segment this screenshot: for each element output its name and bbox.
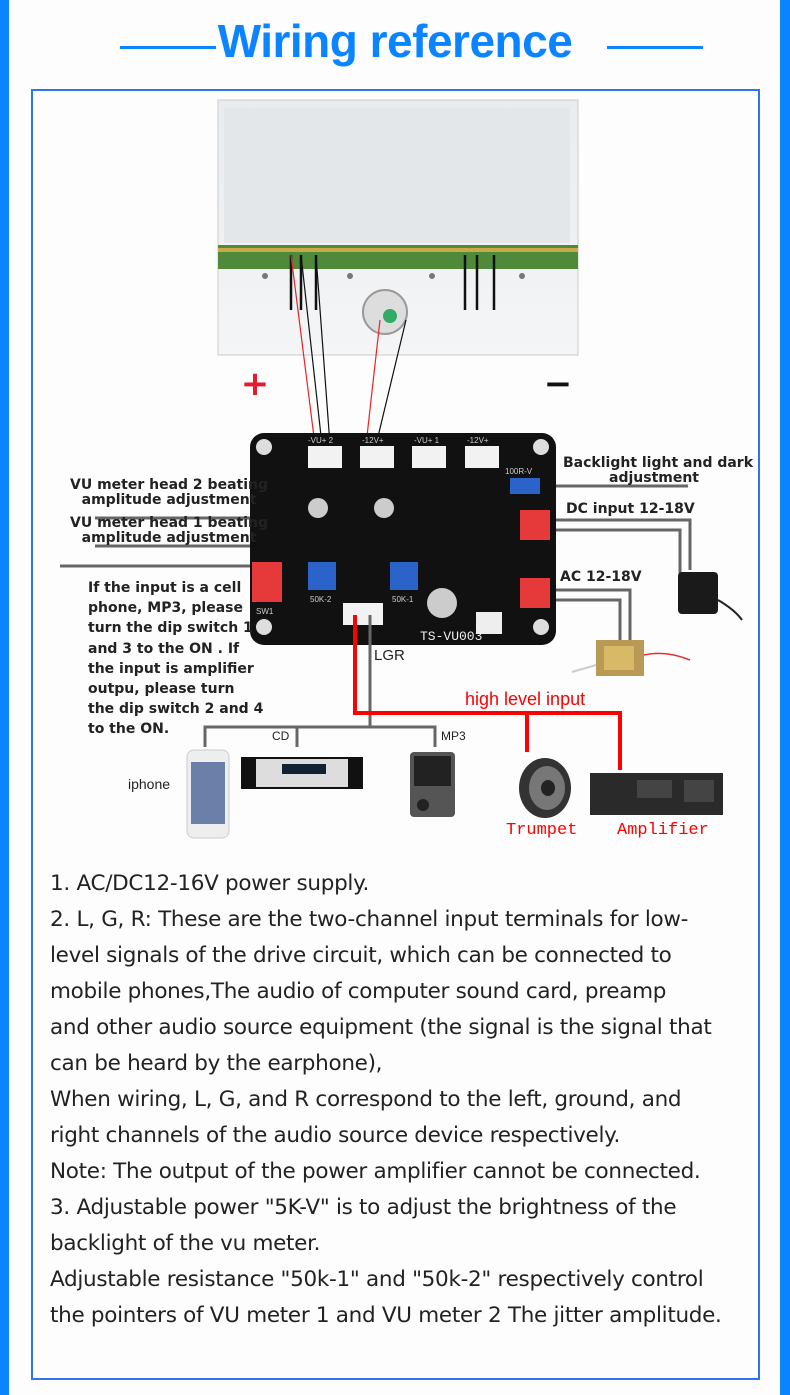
speaker-icon bbox=[519, 758, 571, 818]
title-rule-right bbox=[607, 46, 703, 49]
description-line: Note: The output of the power amplifier … bbox=[50, 1159, 701, 1184]
left-accent-bar bbox=[0, 0, 9, 1395]
description-line: 1. AC/DC12-16V power supply. bbox=[50, 871, 369, 896]
amplifier-icon bbox=[590, 773, 723, 815]
description-line: 2. L, G, R: These are the two-channel in… bbox=[50, 907, 689, 932]
description-line: right channels of the audio source devic… bbox=[50, 1123, 621, 1148]
description-line: the pointers of VU meter 1 and VU meter … bbox=[50, 1303, 722, 1328]
vu-meter-head bbox=[217, 99, 579, 356]
iphone-label: iphone bbox=[128, 776, 171, 792]
description-line: can be heard by the earphone), bbox=[50, 1051, 383, 1076]
mp3-player-icon bbox=[410, 752, 455, 817]
connector-label-vu1: -VU+ 1 bbox=[414, 436, 440, 445]
description-line: 3. Adjustable power "5K-V" is to adjust … bbox=[50, 1195, 677, 1220]
iphone-icon bbox=[186, 749, 230, 839]
driver-board: -VU+ 2 -12V+ -VU+ 1 -12V+ 50K-2 50K-1 10… bbox=[250, 433, 556, 645]
pot-label-100r-v: 100R-V bbox=[505, 467, 533, 476]
description-line: mobile phones,The audio of computer soun… bbox=[50, 979, 667, 1004]
positive-sign: + bbox=[241, 364, 270, 404]
description-line: backlight of the vu meter. bbox=[50, 1231, 321, 1256]
pot-label-50k-1: 50K-1 bbox=[392, 595, 414, 604]
dc-adapter-icon bbox=[678, 572, 743, 621]
description-line: When wiring, L, G, and R correspond to t… bbox=[50, 1087, 682, 1112]
pot-label-50k-2: 50K-2 bbox=[310, 595, 332, 604]
wiring-diagram: + − -VU+ 2 -12V+ bbox=[60, 99, 743, 839]
dc-input-annotation: DC input 12-18V bbox=[566, 501, 695, 517]
meter-wires bbox=[290, 254, 407, 446]
board-model: TS-VU003 bbox=[420, 629, 482, 644]
connector-label-12v-b: -12V+ bbox=[467, 436, 489, 445]
amplifier-label: Amplifier bbox=[617, 821, 709, 840]
diagram-frame bbox=[31, 89, 760, 1380]
connector-label-vu2: -VU+ 2 bbox=[308, 436, 334, 445]
page-title: Wiring reference bbox=[217, 15, 573, 67]
negative-sign: − bbox=[544, 364, 573, 404]
right-accent-bar bbox=[780, 0, 790, 1395]
description-line: level signals of the drive circuit, whic… bbox=[50, 943, 672, 968]
trumpet-label: Trumpet bbox=[506, 821, 578, 840]
wiring-description: 1. AC/DC12-16V power supply. 2. L, G, R:… bbox=[50, 866, 750, 1334]
lgr-label: LGR bbox=[374, 647, 405, 664]
mp3-label: MP3 bbox=[441, 729, 466, 743]
description-line: and other audio source equipment (the si… bbox=[50, 1015, 712, 1040]
cd-label: CD bbox=[272, 729, 290, 743]
ac-input-annotation: AC 12-18V bbox=[560, 569, 642, 585]
title-rule-left bbox=[120, 46, 216, 49]
description-line: Adjustable resistance "50k-1" and "50k-2… bbox=[50, 1267, 704, 1292]
high-level-input-label: high level input bbox=[465, 689, 586, 709]
dip-switch-label: SW1 bbox=[256, 607, 274, 616]
cd-player-icon bbox=[241, 757, 363, 789]
connector-label-12v-a: -12V+ bbox=[362, 436, 384, 445]
transformer-icon bbox=[571, 640, 691, 676]
